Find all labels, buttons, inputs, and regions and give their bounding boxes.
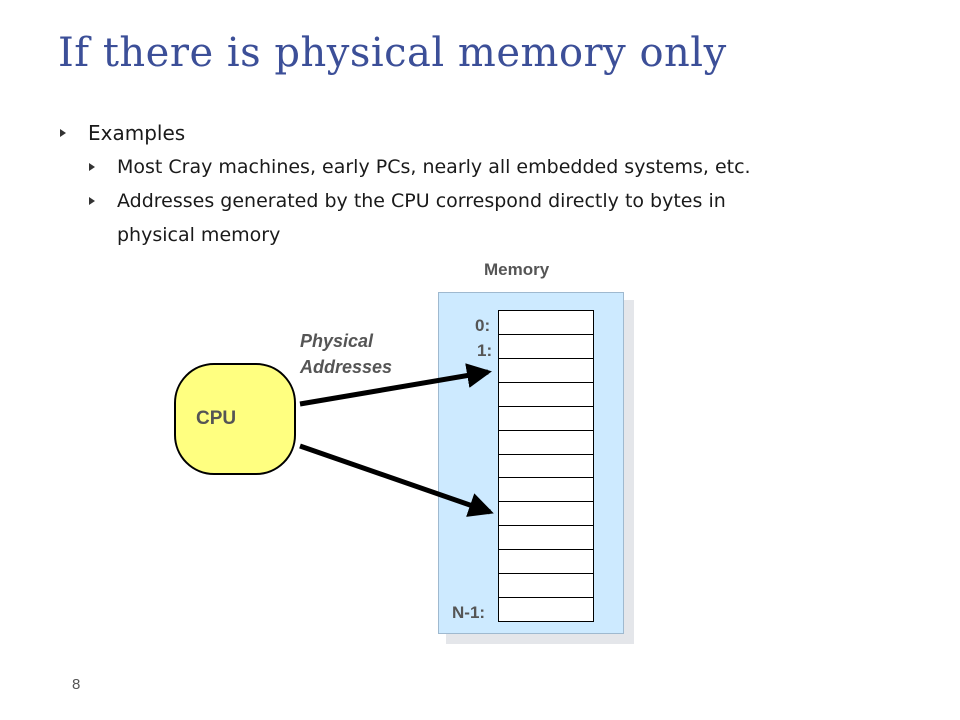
bullet-arrow-icon xyxy=(60,129,66,137)
address-label-0: 0: xyxy=(475,316,491,335)
bullet-cray-machines: Most Cray machines, early PCs, nearly al… xyxy=(60,150,880,184)
page-number: 8 xyxy=(72,676,81,693)
bullet-arrow-icon xyxy=(89,163,95,171)
memory-cell xyxy=(499,311,593,335)
lower-address-arrow xyxy=(299,443,494,517)
slide-title: If there is physical memory only xyxy=(58,30,727,76)
memory-cell xyxy=(499,359,593,383)
bullet-addresses-line-2: physical memory xyxy=(117,224,281,246)
physical-addresses-line-1: Physical xyxy=(300,331,374,351)
physical-addresses-line-2: Addresses xyxy=(300,357,393,377)
memory-title: Memory xyxy=(484,260,550,279)
memory-cell xyxy=(499,407,593,431)
memory-cell xyxy=(499,335,593,359)
bullet-examples-text: Examples xyxy=(88,121,186,145)
cpu-block xyxy=(174,363,296,475)
memory-cell xyxy=(499,526,593,551)
memory-cell xyxy=(499,574,593,599)
memory-cell xyxy=(499,502,593,527)
memory-cell xyxy=(499,383,593,407)
bullet-examples: Examples xyxy=(60,116,880,150)
cpu-label: CPU xyxy=(196,408,237,429)
memory-cell-stack xyxy=(498,310,594,622)
memory-cell xyxy=(499,550,593,575)
memory-cell xyxy=(499,431,593,455)
bullet-list: Examples Most Cray machines, early PCs, … xyxy=(60,116,880,252)
memory-cell xyxy=(499,455,593,479)
memory-cell xyxy=(499,478,593,503)
bullet-addresses-generated: Addresses generated by the CPU correspon… xyxy=(60,184,880,252)
bullet-addresses-line-1: Addresses generated by the CPU correspon… xyxy=(117,190,726,212)
upper-address-arrow xyxy=(299,363,492,407)
address-label-1: 1: xyxy=(477,341,493,360)
address-label-n-minus-1: N-1: xyxy=(452,603,486,622)
bullet-cray-machines-text: Most Cray machines, early PCs, nearly al… xyxy=(117,156,751,178)
physical-addresses-label: Physical Addresses xyxy=(300,328,392,380)
bullet-arrow-icon xyxy=(89,197,95,205)
